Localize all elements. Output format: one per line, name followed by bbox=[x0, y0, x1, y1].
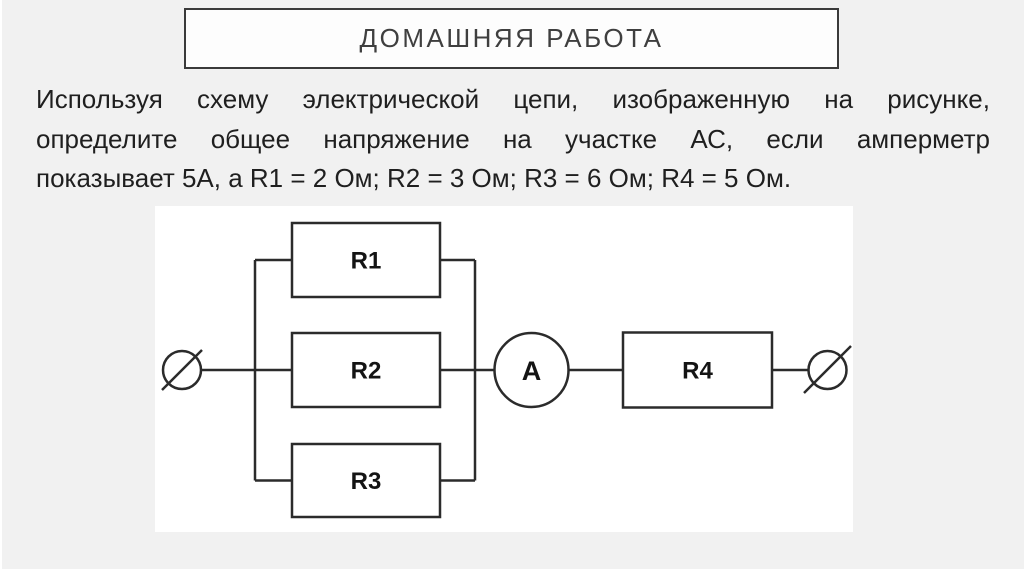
resistor-r3-label: R3 bbox=[351, 468, 382, 495]
circuit-diagram: R1 R2 R3 A R4 bbox=[161, 221, 852, 519]
resistor-r4-label: R4 bbox=[682, 358, 713, 385]
slide-title-box: ДОМАШНЯЯ РАБОТА bbox=[184, 8, 839, 69]
resistor-r2-label: R2 bbox=[351, 358, 382, 385]
resistor-r1: R1 bbox=[290, 221, 442, 299]
resistor-r3: R3 bbox=[290, 442, 442, 519]
ammeter-icon: A bbox=[493, 331, 570, 409]
left-terminal-icon bbox=[161, 349, 203, 391]
resistor-r2: R2 bbox=[290, 331, 442, 409]
problem-line-3: показывает 5А, а R1 = 2 Ом; R2 = 3 Ом; R… bbox=[36, 163, 792, 193]
problem-line-1: Используя схему электрической цепи, изоб… bbox=[36, 84, 990, 114]
screen-edge-bottom bbox=[0, 569, 1024, 574]
problem-line-2: определите общее напряжение на участке А… bbox=[36, 123, 990, 154]
right-terminal-icon bbox=[803, 345, 852, 394]
screen-edge-left bbox=[0, 0, 2, 574]
resistor-r4: R4 bbox=[621, 331, 774, 409]
resistor-r1-label: R1 bbox=[351, 248, 382, 275]
slide-title: ДОМАШНЯЯ РАБОТА bbox=[359, 23, 664, 53]
ammeter-label: A bbox=[522, 356, 542, 386]
circuit-diagram-panel: R1 R2 R3 A R4 bbox=[155, 206, 853, 532]
problem-text: Используя схему электрической цепи, изоб… bbox=[36, 80, 990, 199]
